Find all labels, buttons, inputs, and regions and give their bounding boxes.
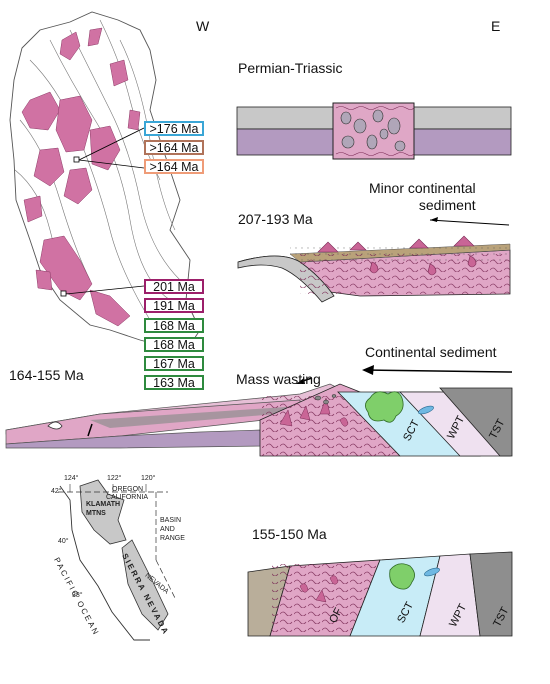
basin-range-label: BASIN AND RANGE [160,517,185,542]
panel-207-193 [237,217,511,303]
regional-map [9,11,201,349]
panel-permian-triassic [236,102,512,160]
panel-164-155 [5,365,513,457]
age-box-south-1: 191 Ma [144,298,204,313]
panel2-annotation: Minor continental sediment [369,180,476,213]
oregon-label: OREGON [112,486,144,493]
lat-label-40: 40° [58,538,69,545]
panel1-title: Permian-Triassic [238,60,343,76]
panel4-title: 155-150 Ma [252,526,327,542]
inset-location-map [50,478,177,648]
age-label: 168 Ma [153,338,195,352]
age-box-south-0: 201 Ma [144,279,204,294]
panel2-title: 207-193 Ma [238,211,313,227]
age-label: >176 Ma [149,122,199,136]
age-label: >164 Ma [149,160,199,174]
panel3-title: 164-155 Ma [9,367,84,383]
panel3-annotation-left: Mass wasting [236,371,321,387]
age-label: 167 Ma [153,357,195,371]
age-label: 201 Ma [153,280,195,294]
age-box-north-2: >164 Ma [144,159,204,174]
age-label: 168 Ma [153,319,195,333]
lon-label-124: 124° [64,475,79,482]
age-box-north-1: >164 Ma [144,140,204,155]
lat-label-38: 38° [72,592,83,599]
age-box-south-2: 168 Ma [144,318,204,333]
california-label: CALIFORNIA [106,494,149,501]
lat-label-42: 42° [51,488,62,495]
lon-label-120: 120° [141,475,156,482]
age-box-north-0: >176 Ma [144,121,204,136]
klamath-label: KLAMATH MTNS [86,501,121,517]
age-box-south-3: 168 Ma [144,337,204,352]
panel3-annotation-top: Continental sediment [365,344,497,360]
age-label: 163 Ma [153,376,195,390]
east-label: E [491,18,501,34]
lon-label-122: 122° [107,475,122,482]
west-label: W [196,18,210,34]
age-label: >164 Ma [149,141,199,155]
panel-155-150 [247,551,513,637]
age-label: 191 Ma [153,299,195,313]
age-box-south-4: 167 Ma [144,356,204,371]
age-box-south-5: 163 Ma [144,375,204,390]
